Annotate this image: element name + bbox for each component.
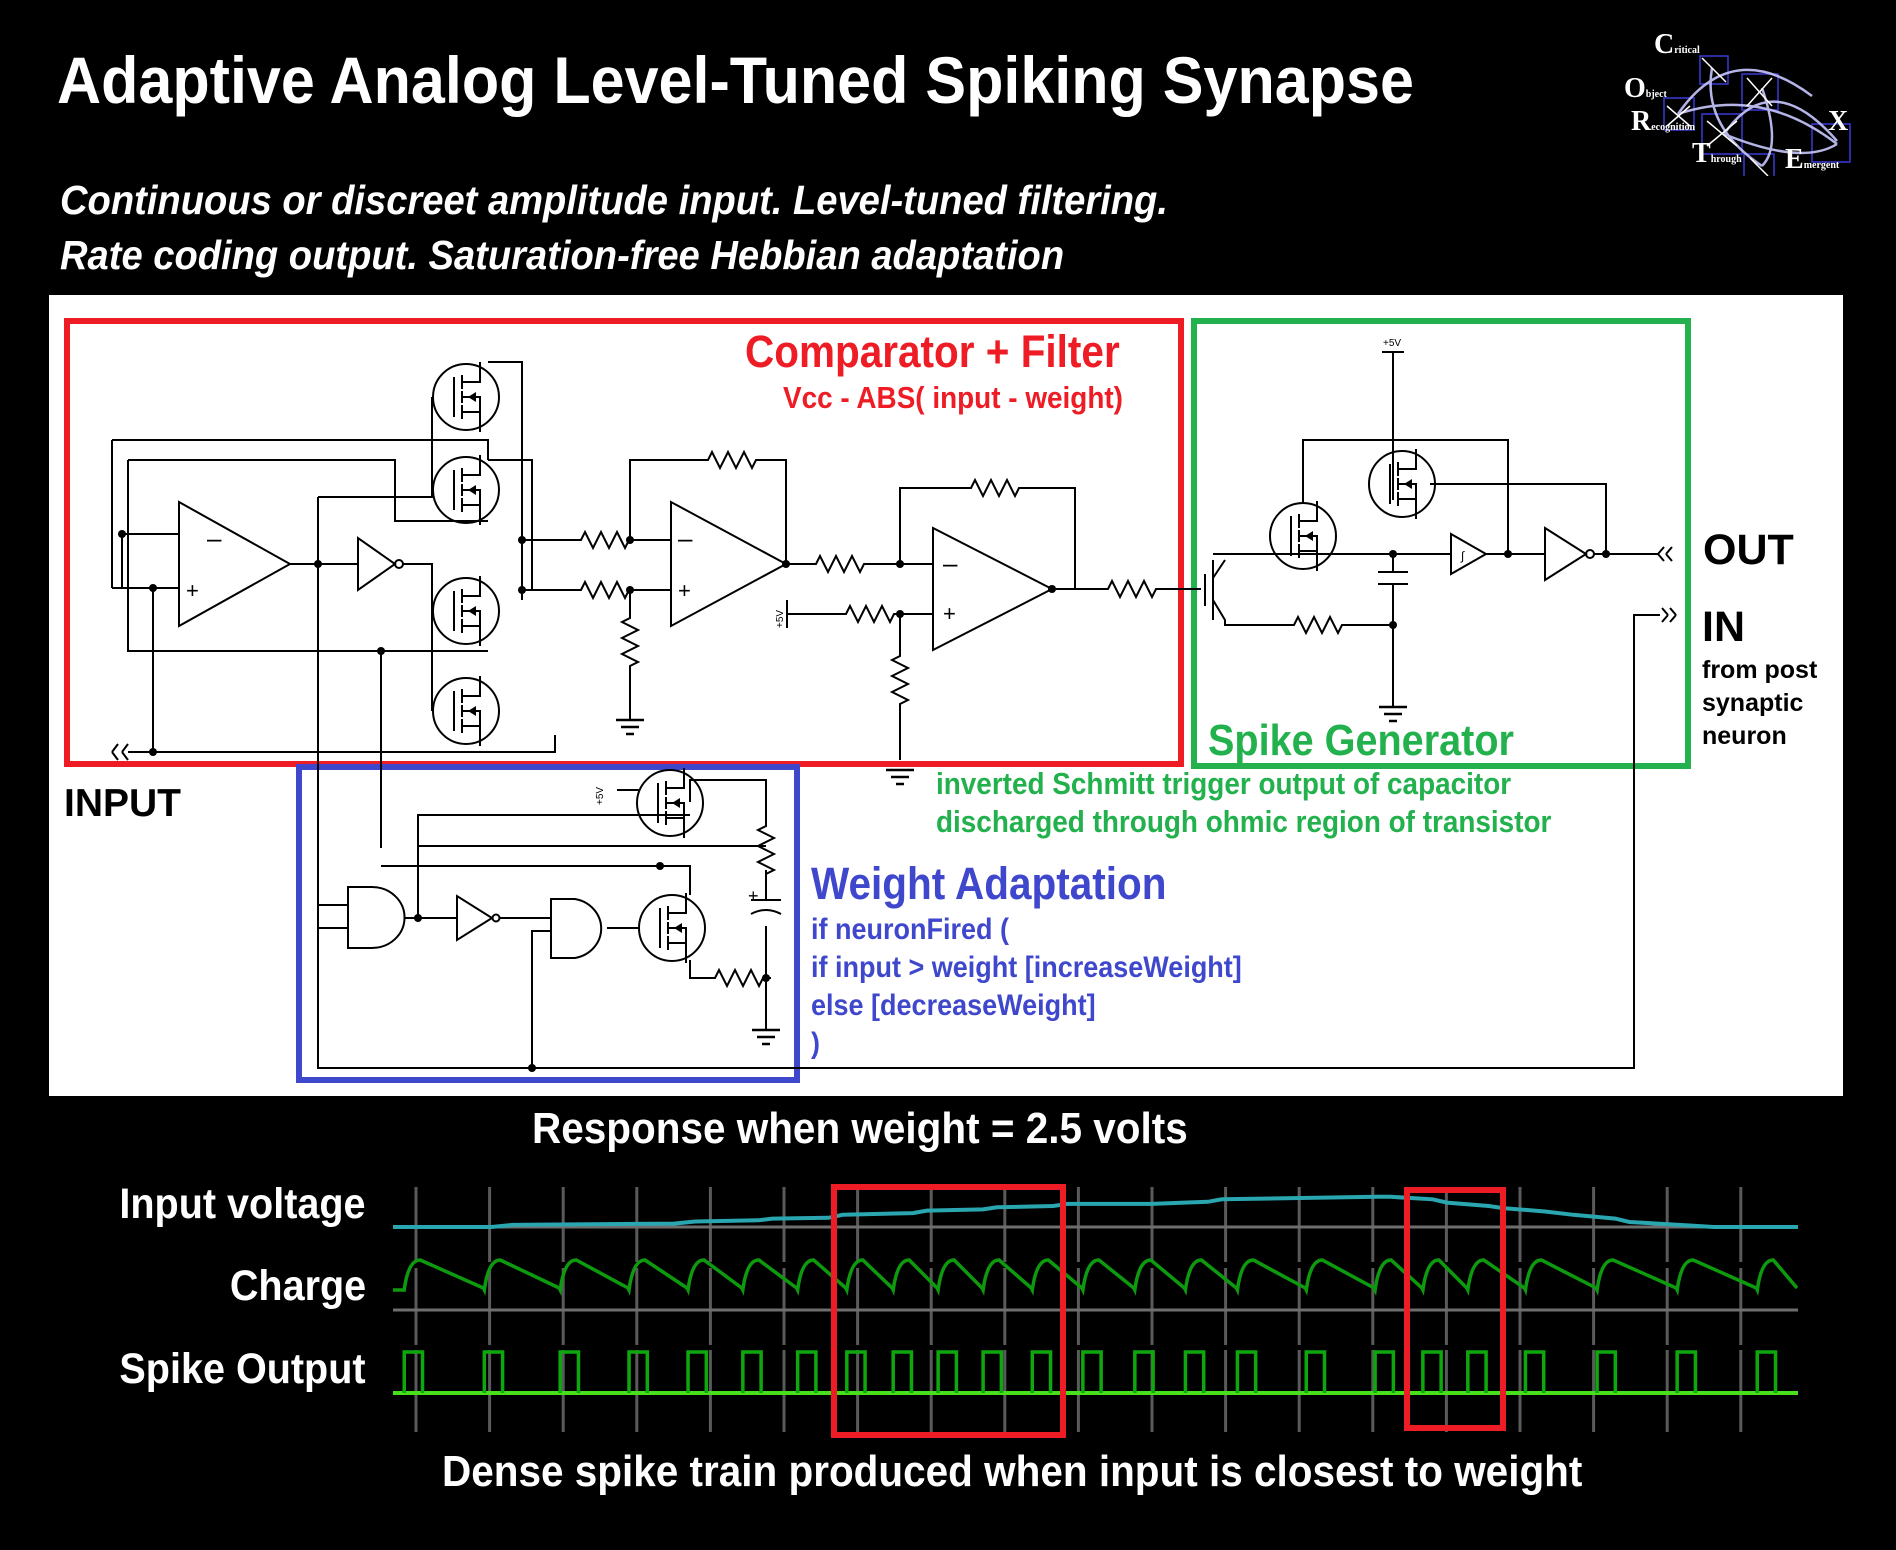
spike-pulse <box>1595 1350 1618 1393</box>
spike-generator-description-1: inverted Schmitt trigger output of capac… <box>936 766 1512 801</box>
svg-text:+5V: +5V <box>595 787 606 805</box>
spike-generator-components: +5V ∫ <box>1269 338 1610 723</box>
comparator-components: +5V – + – + – + <box>118 361 1165 786</box>
svg-text:+5V: +5V <box>1383 338 1401 349</box>
svg-text:+: + <box>186 578 199 603</box>
spike-generator-circuit <box>802 351 1677 1069</box>
schmitt-trigger-icon: ∫ <box>1460 549 1465 563</box>
spike-pulse <box>1373 1350 1396 1393</box>
spike-pulse <box>1235 1350 1258 1393</box>
spike-generator-box <box>1191 318 1691 769</box>
svg-text:–: – <box>207 523 222 553</box>
spike-pulse <box>1133 1350 1155 1393</box>
svg-text:+: + <box>943 601 956 626</box>
spike-pulse <box>1466 1350 1488 1393</box>
logo-word-object: Object <box>1624 73 1667 104</box>
spike-pulse <box>891 1350 914 1393</box>
logo-word-critical: Critical <box>1654 29 1700 60</box>
spike-pulse <box>686 1350 709 1393</box>
chart-caption: Dense spike train produced when input is… <box>442 1447 1583 1496</box>
svg-text:+5V: +5V <box>775 610 786 628</box>
weight-code-line-2: if input > weight [increaseWeight] <box>811 951 1242 984</box>
logo-word-emergent: Emergent <box>1785 144 1840 175</box>
comparator-formula: Vcc - ABS( input - weight) <box>783 380 1123 415</box>
spike-generator-title: Spike Generator <box>1208 716 1514 765</box>
weight-adaptation-circuit <box>317 779 802 1069</box>
svg-text:–: – <box>943 548 958 578</box>
spike-pulse <box>795 1350 818 1393</box>
comparator-title: Comparator + Filter <box>745 326 1120 377</box>
spike-generator-description-2: discharged through ohmic region of trans… <box>936 804 1552 839</box>
subtitle-line-1: Continuous or discreet amplitude input. … <box>60 177 1168 223</box>
spike-pulse <box>402 1350 425 1393</box>
weight-adaptation-components: + +5V <box>414 767 782 1072</box>
spike-pulse <box>1523 1350 1546 1393</box>
spike-pulse <box>741 1350 763 1393</box>
logo-letter-x: X <box>1828 106 1849 137</box>
weight-adaptation-box <box>296 764 800 1083</box>
highlight-box <box>831 1184 1066 1438</box>
in-sublabel: from post synaptic neuron <box>1702 656 1818 750</box>
spike-pulse <box>558 1350 581 1393</box>
cortex-logo: Critical Object Recognition Through Emer… <box>1612 26 1872 181</box>
spike-pulse <box>1421 1350 1443 1393</box>
spike-pulse <box>1030 1350 1053 1393</box>
page-title: Adaptive Analog Level-Tuned Spiking Syna… <box>57 43 1414 117</box>
svg-text:–: – <box>678 523 693 553</box>
weight-adaptation-title: Weight Adaptation <box>811 858 1167 909</box>
spike-pulse <box>1755 1350 1778 1393</box>
charge-line <box>393 1258 1799 1296</box>
weight-code-line-3: else [decreaseWeight] <box>811 989 1096 1022</box>
highlight-box <box>1404 1187 1506 1431</box>
row-label-spike-output: Spike Output <box>119 1345 366 1393</box>
schematic-panel <box>49 295 1843 1096</box>
weight-code-line-4: ) <box>811 1027 820 1060</box>
row-label-input-voltage: Input voltage <box>119 1180 366 1228</box>
cortex-network-icon <box>1663 55 1851 181</box>
input-voltage-line <box>393 1194 1798 1229</box>
subtitle-line-2: Rate coding output. Saturation-free Hebb… <box>60 232 1065 278</box>
spike-pulse <box>627 1350 650 1393</box>
spike-pulse <box>936 1350 959 1393</box>
svg-text:+: + <box>678 578 691 603</box>
spike-pulse <box>1304 1350 1327 1393</box>
spike-pulse <box>1081 1350 1103 1393</box>
svg-text:+: + <box>748 886 759 906</box>
spike-pulse <box>981 1350 1004 1393</box>
spike-pulse <box>1675 1350 1698 1393</box>
logo-word-recognition: Recognition <box>1631 106 1696 137</box>
weight-code-line-1: if neuronFired ( <box>811 913 1009 946</box>
chart-title: Response when weight = 2.5 volts <box>532 1104 1188 1153</box>
logo-word-through: Through <box>1692 138 1742 169</box>
spike-pulse <box>845 1350 867 1393</box>
row-label-charge: Charge <box>229 1262 366 1310</box>
out-label: OUT <box>1703 526 1794 574</box>
input-label: INPUT <box>64 782 181 825</box>
spike-pulse <box>1183 1350 1206 1393</box>
spike-pulse <box>482 1350 505 1393</box>
in-label: IN <box>1702 603 1745 651</box>
